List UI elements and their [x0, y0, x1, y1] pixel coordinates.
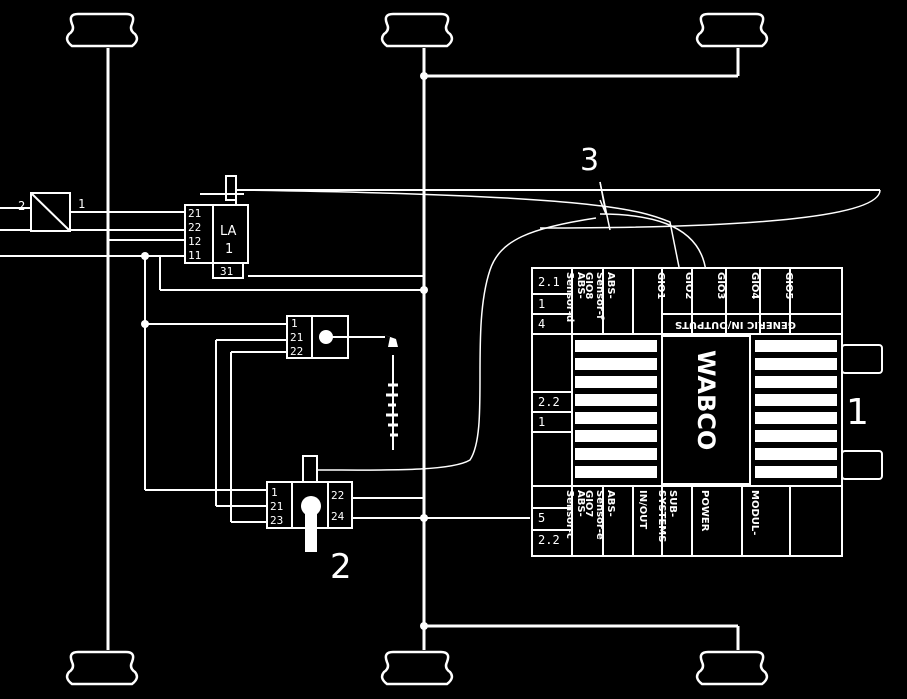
callout-2: 2	[330, 547, 352, 587]
load-valve-label: LA	[220, 224, 237, 239]
load-valve-port-3: 12	[188, 235, 201, 248]
ecu-connector-slots	[575, 340, 837, 478]
sensor-cables	[235, 181, 881, 471]
ecu-left-label-3: 4	[538, 317, 545, 331]
height-valve: 1 21 22	[286, 315, 398, 450]
ecu-bottom-cell-4: SUB-SYSTEMS	[656, 490, 678, 542]
lever-valve: 1 21 23 22 24	[266, 455, 353, 552]
small-block-diagonal	[30, 192, 71, 232]
wheel-bottom-mid	[380, 650, 454, 686]
junction-dots	[141, 72, 428, 630]
small-block-out: 1	[78, 197, 85, 211]
load-valve-bottom-label: 31	[220, 265, 233, 278]
lever-valve-handle	[305, 506, 317, 552]
ecu-bottom-cell-2: ABS-Sensor-eGIO7	[583, 490, 616, 540]
ecu-top-cell-7: GIO5	[783, 272, 794, 299]
wheel-bottom-left	[65, 650, 139, 686]
lever-valve-port-r2: 24	[331, 510, 345, 523]
ecu-left-label-4: 2.2	[538, 395, 560, 409]
ecu-bottom-cell-1: ABS-Sensor-c	[564, 490, 586, 539]
load-valve-body	[212, 204, 249, 264]
ecu-bottom-cell-6: MODUL-	[749, 490, 760, 535]
ecu-brand: WABCO	[692, 350, 720, 450]
load-valve-ports-box	[184, 204, 214, 264]
ecu-left-label-dividers	[532, 293, 572, 531]
height-valve-linkage	[386, 383, 398, 437]
load-valve-port-1: 21	[188, 207, 201, 220]
wheel-top-mid	[380, 12, 454, 48]
ecu-left-label-2: 1	[538, 297, 545, 311]
height-valve-port-2: 21	[290, 331, 303, 344]
small-block-num: 2	[18, 199, 25, 213]
load-valve-port-4: 11	[188, 249, 201, 262]
load-valve-num: 1	[225, 242, 233, 257]
axles	[106, 48, 740, 650]
lever-valve-port-l3: 23	[270, 514, 283, 527]
wheel-top-right	[695, 12, 769, 48]
callout-3: 3	[580, 143, 599, 178]
ecu-center-panel	[661, 335, 751, 485]
height-valve-ports-box	[286, 315, 313, 359]
height-valve-port-1: 1	[291, 317, 298, 330]
ecu-top-cell-5: GIO3	[715, 272, 726, 299]
lever-valve-port-l1: 1	[271, 486, 278, 499]
ecu-bottom-cell-dividers	[602, 486, 791, 556]
ecu-bolts	[841, 344, 883, 480]
ecu-left-label-1: 2.1	[538, 275, 560, 289]
load-valve-actuator	[225, 175, 237, 201]
ecu-top-cell-3: GIO1	[655, 272, 666, 299]
lever-valve-right-ports	[327, 481, 353, 529]
ecu-left-label-7: 2.2	[538, 533, 560, 547]
wheel-bottom-right	[695, 650, 769, 686]
lever-valve-port-l2: 21	[270, 500, 283, 513]
wheels	[65, 12, 769, 686]
small-block: 2 1	[18, 192, 85, 232]
pneumatic-lines	[0, 189, 880, 523]
ecu-top-cell-6: GIO4	[749, 272, 760, 299]
load-valve-bottom-port	[212, 262, 244, 279]
ecu-top-cell-dividers	[602, 268, 842, 334]
wheel-top-left	[65, 12, 139, 48]
load-valve: 21 22 12 11 LA 1 31	[184, 175, 249, 279]
lever-valve-port-r1: 22	[331, 489, 344, 502]
callout-1: 1	[846, 392, 869, 433]
ecu-bottom-cell-3: IN/OUT	[637, 490, 648, 529]
lever-valve-actuator	[302, 455, 318, 483]
ecu-left-label-5: 1	[538, 415, 545, 429]
height-valve-port-3: 22	[290, 345, 303, 358]
lever-valve-left-ports	[266, 481, 293, 529]
ecu-bottom-cell-5: POWER	[699, 490, 710, 532]
height-valve-joint	[376, 332, 398, 347]
load-valve-port-2: 22	[188, 221, 201, 234]
ecu-top-caption: GENERIC IN/OUTPUTS	[675, 319, 796, 330]
ecu-top-cell-1: ABS-Sensor-d	[564, 272, 586, 322]
ecu-top-cell-4: GIO2	[683, 272, 694, 299]
ecu-top-cell-2: ABS-Sensor-fGIO8	[583, 272, 616, 320]
ecu-left-label-6: 5	[538, 511, 545, 525]
